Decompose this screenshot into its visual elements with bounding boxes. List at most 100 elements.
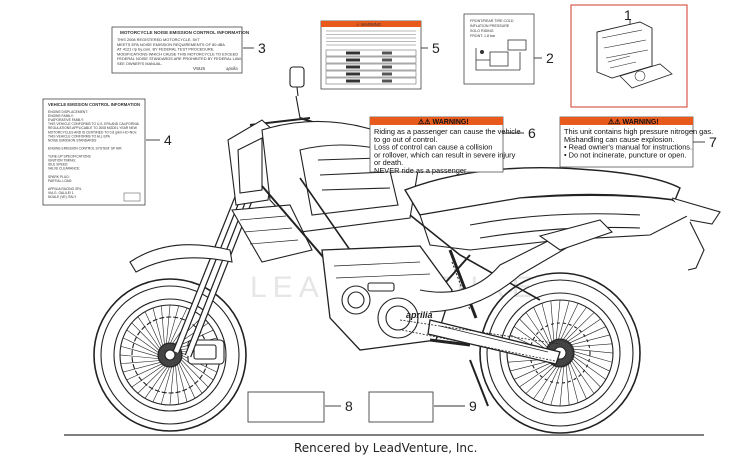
motorcycle-illustration — [93, 66, 721, 434]
wheel-spoke — [569, 334, 610, 346]
decal-3-line: THIS 2008 REGISTERED MOTORCYCLE, 5V7 — [117, 37, 200, 42]
decal-7-title: ⚠⚠ WARNING! — [608, 118, 659, 126]
decal-4-line: ENGINE DISPLACEMENT: — [48, 110, 88, 114]
blank-label-8 — [247, 391, 325, 423]
decal-4-line: REGULATIONS APPLICABLE TO 2008 MODEL YEA… — [48, 126, 138, 130]
decal-4-line: THIS VEHICLE CONFORMS TO ALL EPA — [48, 134, 111, 138]
decal-5-row-icon — [382, 72, 392, 76]
callout-leaders — [146, 20, 705, 407]
wheel-spoke — [568, 360, 587, 400]
decal-kit-box — [570, 4, 688, 108]
decal-3-line: MEETS EPA NOISE EMISSION REQUIREMENTS OF… — [117, 42, 225, 47]
decal-5-row-icon — [346, 65, 360, 69]
wheel-spoke — [137, 316, 161, 350]
decal-4-line: ENGINE EMISSION CONTROL SYSTEM: SP AIR — [48, 146, 122, 150]
wheel-spoke — [126, 329, 160, 354]
decal-5-row — [325, 56, 417, 64]
decal-6-line: or death. — [374, 158, 403, 167]
wheel-spoke — [550, 364, 563, 406]
wheel-spoke — [122, 361, 162, 373]
wheel-spoke — [571, 352, 610, 372]
footer-credit: Rencered by LeadVenture, Inc. — [294, 441, 477, 455]
wheel-spoke — [557, 300, 570, 342]
wheel-spoke — [571, 354, 607, 380]
wheel-spoke — [161, 305, 165, 346]
decal-4-line: PARTIAL LOAD: — [48, 179, 72, 183]
wheel-spoke — [559, 364, 565, 407]
callout-2: 2 — [546, 50, 554, 66]
decal-4-line: APRILIA RACING SRL — [48, 187, 82, 191]
decal-5-row-icon — [382, 79, 392, 83]
wheel-spoke — [137, 365, 167, 394]
decal-3-brand: aprilia — [226, 66, 238, 71]
decal-3-title: MOTORCYCLE NOISE EMISSION CONTROL INFORM… — [120, 30, 250, 35]
decal-5-header: ⚠ WARNING — [356, 22, 381, 27]
wheel-spoke — [513, 326, 549, 352]
decal-6-line: Riding as a passenger can cause the vehi… — [374, 127, 521, 136]
wheel-spoke — [165, 304, 171, 345]
decal-5-row — [325, 63, 417, 71]
decal-6-title: ⚠⚠ WARNING! — [418, 118, 469, 126]
wheel-spoke — [180, 356, 214, 381]
wheel-spoke — [131, 364, 165, 388]
decal-noise-emission: MOTORCYCLE NOISE EMISSION CONTROL INFORM… — [111, 26, 250, 74]
wheel-spoke — [525, 364, 557, 394]
decal-6-line: to go out of control. — [374, 135, 437, 144]
decal-3-line: FEDERAL NOISE STANDARDS ARE PROHIBITED B… — [117, 56, 242, 61]
callout-9: 9 — [469, 398, 477, 414]
decal-vehicle-emission: VEHICLE EMISSION CONTROL INFORMATION ENG… — [42, 98, 146, 206]
engine-brand-label: aprilia — [406, 310, 433, 320]
wheel-spoke — [179, 360, 203, 394]
wheel-spoke — [152, 307, 164, 347]
wheel-spoke — [176, 363, 188, 403]
decal-warning-table: ⚠ WARNING — [320, 20, 422, 90]
wheel-spoke — [571, 348, 614, 354]
wheel-spoke — [533, 306, 552, 346]
decal-5-row — [325, 70, 417, 78]
wheel-spoke — [510, 360, 551, 372]
decal-6-line: NEVER ride as a passenger — [374, 166, 467, 175]
decal-4-line: THIS VEHICLE CONFORMS TO U.S. EPA AND CA… — [48, 122, 140, 126]
wheel-spoke — [152, 365, 171, 403]
decal-6-line: Loss of control can cause a collision — [374, 143, 492, 152]
wheel-spoke — [175, 364, 179, 405]
decal-4-line: ENGINE FAMILY: — [48, 114, 74, 118]
wheel-spoke — [169, 365, 175, 406]
callout-7: 7 — [709, 134, 717, 150]
front-wheel — [93, 278, 247, 432]
wheel-spoke — [178, 361, 196, 399]
decal-passenger-warning: ⚠⚠ WARNING! Riding as a passenger can ca… — [369, 116, 521, 175]
wheel-spoke — [120, 345, 160, 358]
decal-4-line: TUNE-UP SPECIFICATIONS — [48, 155, 92, 159]
decal-5-row-icon — [382, 58, 392, 62]
decal-nitrogen-warning: ⚠⚠ WARNING! This unit contains high pres… — [559, 116, 713, 168]
wheel-spoke — [571, 356, 601, 388]
wheel-spoke — [550, 300, 555, 343]
decal-5-row-icon — [346, 51, 360, 55]
decal-4-title: VEHICLE EMISSION CONTROL INFORMATION — [48, 102, 140, 107]
decal-4-line: VIA G. GALILEI 1 — [48, 191, 74, 195]
decal-5-row-icon — [382, 51, 392, 55]
wheel-spoke — [571, 350, 613, 363]
wheel-spoke — [160, 365, 173, 405]
callout-5: 5 — [432, 40, 440, 56]
decal-7-line: This unit contains high pressure nitroge… — [564, 127, 713, 136]
decal-4-line: MOTORCYCLES AND IS CERTIFIED TO 0.8 g/km… — [48, 130, 137, 134]
wheel-spoke — [126, 363, 164, 381]
wheel-spoke — [513, 361, 553, 380]
callout-8: 8 — [345, 398, 353, 414]
decal-5-row-icon — [346, 72, 360, 76]
decal-3-code: V5U5 — [193, 66, 205, 72]
callout-6: 6 — [528, 125, 536, 141]
blank-label-9 — [368, 391, 434, 423]
wheel-spoke — [120, 360, 161, 364]
wheel-spoke — [167, 305, 180, 345]
decal-2-line: SOLO RIDING — [470, 29, 494, 33]
wheel-spoke — [567, 326, 607, 345]
wheel-spoke — [565, 318, 601, 343]
wheel-spoke — [131, 322, 160, 352]
wheel-spoke — [180, 358, 209, 388]
decal-4-line: IDLE SPEED: — [48, 163, 68, 167]
wheel-spoke — [567, 362, 579, 403]
